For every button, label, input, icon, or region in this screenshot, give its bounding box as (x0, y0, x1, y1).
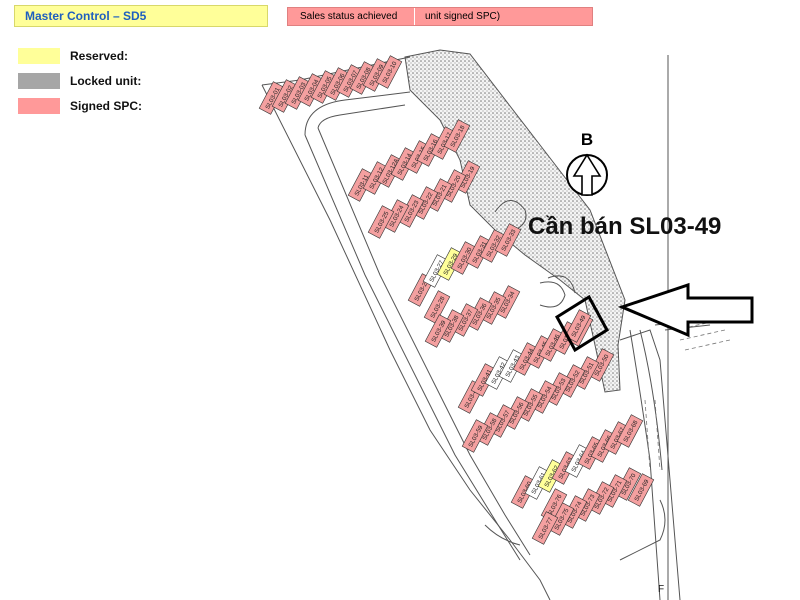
compass-north-icon (566, 153, 608, 196)
unit-plot[interactable] (564, 309, 592, 343)
legend-swatch-reserved (18, 48, 60, 64)
dashed-road-lines (644, 319, 731, 471)
legend-swatch-signed (18, 98, 60, 114)
unit-plot[interactable] (616, 414, 644, 448)
compass-letter: B (581, 130, 593, 149)
corner-label: F (658, 584, 664, 595)
legend-label-signed: Signed SPC: (70, 99, 143, 113)
road-lines (261, 55, 711, 600)
legend-label-locked: Locked unit: (70, 74, 142, 88)
unit-plot[interactable] (375, 55, 403, 89)
legend-swatch-locked (18, 73, 60, 89)
sale-callout-text: Cần bán SL03-49 (528, 213, 721, 240)
highlight-box (555, 294, 609, 353)
status-cell-signed: unit signed SPC) (425, 11, 501, 22)
unit-plot[interactable] (494, 223, 522, 257)
unit-plot[interactable] (424, 314, 452, 348)
unit-plot[interactable] (443, 119, 471, 153)
unit-plot[interactable] (367, 205, 395, 239)
unit-plot[interactable] (423, 290, 451, 324)
legend-label-reserved: Reserved: (70, 49, 129, 63)
unit-plot[interactable] (531, 511, 559, 545)
status-cell-achieved: Sales status achieved (288, 8, 415, 25)
sales-status-bar: Sales status achieved unit signed SPC) (287, 7, 593, 26)
unit-plot[interactable] (627, 473, 655, 507)
page-title: Master Control – SD5 (14, 5, 268, 27)
big-arrow-left (617, 282, 754, 338)
unit-plot[interactable] (461, 419, 489, 453)
